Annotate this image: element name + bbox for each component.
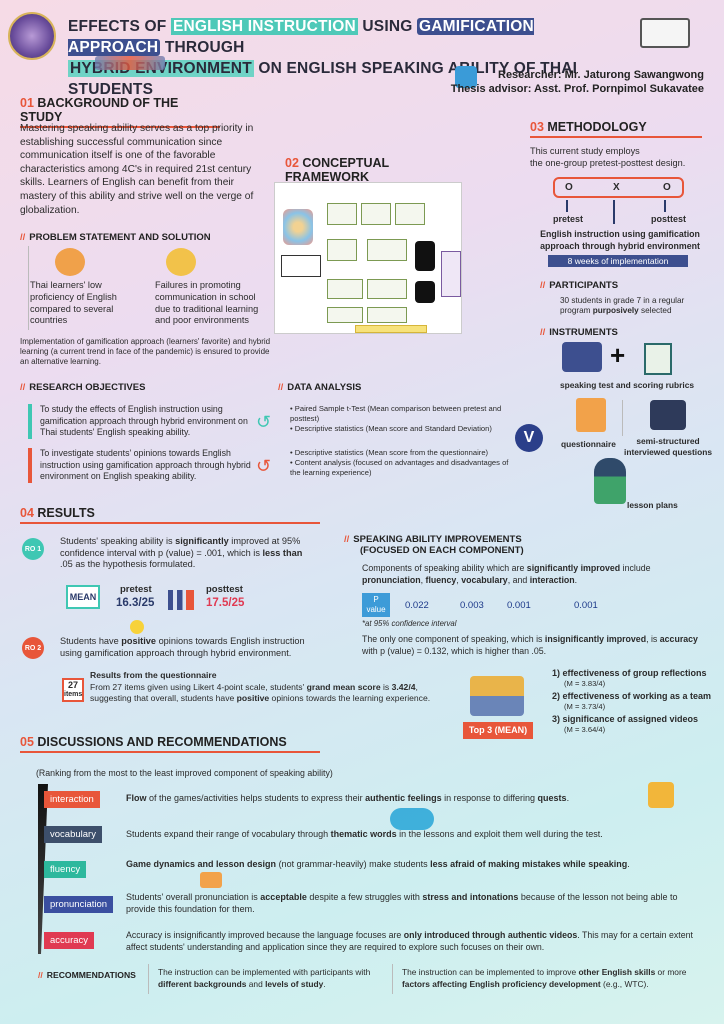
ro1-badge: RO 1	[22, 538, 44, 560]
plus-icon: +	[610, 340, 626, 370]
section-discussion-title: 05 DISCUSSIONS AND RECOMMENDATIONS	[20, 735, 320, 753]
speaking-text: Components of speaking ability which are…	[362, 563, 651, 585]
weeks-label: 8 weeks of implementation	[548, 255, 688, 267]
speaking-test-icon	[562, 342, 602, 372]
analysis-group-1: • Paired Sample t-Test (Mean comparison …	[290, 404, 502, 433]
section-results-title: 04 RESULTS	[20, 506, 320, 524]
instrument-3: semi-structured interviewed questions	[624, 436, 712, 457]
instrument-1: speaking test and scoring rubrics	[560, 380, 695, 390]
pval-vocabulary: 0.001	[507, 600, 531, 611]
instrument-4: lesson plans	[627, 500, 678, 510]
rubric-icon	[644, 343, 672, 375]
participants-text: 30 students in grade 7 in a regular prog…	[560, 296, 685, 315]
pre-label: pretest	[120, 584, 152, 595]
top3-list: 1) effectiveness of group reflections (M…	[552, 668, 712, 734]
objectives-title: //RESEARCH OBJECTIVES	[20, 382, 146, 393]
solution-text: Implementation of gamification approach …	[20, 337, 271, 366]
participants-title: //PARTICIPANTS	[540, 280, 619, 291]
pval-interaction: 0.001	[574, 600, 598, 611]
post-value: 17.5/25	[206, 597, 245, 609]
tag-accuracy: accuracy	[44, 932, 95, 949]
recommendation-1: The instruction can be implemented with …	[158, 967, 371, 989]
pval-fluency: 0.003	[460, 600, 484, 611]
classroom-icon	[95, 56, 165, 70]
arrow-icon: ↺	[256, 412, 272, 432]
pre-value: 16.3/25	[116, 597, 155, 609]
section-methodology-title: 03 METHODOLOGY	[530, 120, 702, 138]
conceptual-framework-diagram	[274, 182, 462, 334]
instruments-title: //INSTRUMENTS	[540, 327, 618, 338]
objective-1: To study the effects of English instruct…	[28, 404, 258, 439]
discussion-fluency: Game dynamics and lesson design (not gra…	[126, 859, 630, 869]
failure-icon	[166, 248, 196, 276]
laptop-icon	[640, 18, 690, 48]
recommendations-title: //RECOMMENDATIONS	[38, 970, 136, 980]
problem-title: //PROBLEM STATEMENT AND SOLUTION	[20, 232, 211, 243]
problem-2: Failures in promoting communication in s…	[155, 280, 259, 326]
recommendation-2: The instruction can be implemented to im…	[402, 967, 687, 989]
questionnaire-result: Results from the questionnaire From 27 i…	[90, 670, 431, 703]
interview-icon	[650, 400, 686, 430]
tag-fluency: fluency	[44, 861, 87, 878]
speaking-title: //SPEAKING ABILITY IMPROVEMENTS(FOCUSED …	[344, 534, 524, 556]
top3-label: Top 3 (MEAN)	[463, 722, 533, 739]
ro2-text: Students have positive opinions towards …	[60, 636, 305, 658]
posttest-label: posttest	[651, 214, 687, 224]
mean-badge: MEAN	[66, 585, 100, 609]
objective-2: To investigate students' opinions toward…	[28, 448, 258, 483]
pretest-label: pretest	[553, 214, 584, 224]
smile-icon	[130, 620, 144, 634]
ro2-badge: RO 2	[22, 637, 44, 659]
arrow-icon: ↺	[256, 456, 272, 476]
university-logo-icon	[8, 12, 56, 60]
trophy-icon	[470, 676, 524, 716]
discussion-accuracy: Accuracy is insignificantly improved bec…	[126, 930, 693, 952]
pval-pronunciation: 0.022	[405, 600, 429, 611]
brain-icon	[55, 248, 85, 276]
tag-pronunciation: pronunciation	[44, 896, 114, 913]
analysis-group-2: • Descriptive statistics (Mean score fro…	[290, 448, 509, 477]
tag-interaction: interaction	[44, 791, 100, 808]
discussion-interaction: Flow of the games/activities helps stude…	[126, 793, 570, 803]
researcher-info: Researcher: Mr. Jaturong Sawangwong Thes…	[450, 69, 704, 95]
ro1-text: Students' speaking ability is significan…	[60, 536, 303, 569]
methodology-text: This current study employs the one-group…	[530, 146, 686, 168]
game-icon	[200, 872, 222, 888]
questionnaire-icon	[576, 398, 606, 432]
treatment-desc: English instruction using gamification a…	[540, 229, 700, 251]
discussion-pronunciation: Students' overall pronunciation is accep…	[126, 892, 678, 914]
lesson-plan-icon	[594, 458, 626, 504]
problem-1: Thai learners' low proficiency of Englis…	[30, 280, 117, 326]
confidence-note: *at 95% confidence interval	[362, 619, 457, 628]
chart-icon	[168, 590, 194, 610]
design-box: O X O	[553, 177, 684, 198]
instrument-2: questionnaire	[561, 439, 616, 449]
data-analysis-title: //DATA ANALYSIS	[278, 382, 362, 393]
tag-vocabulary: vocabulary	[44, 826, 102, 843]
poster-title: EFFECTS OF ENGLISH INSTRUCTION USING GAM…	[68, 18, 578, 98]
section-background-title: 01 BACKGROUND OF THE STUDY	[20, 96, 220, 128]
scroll-icon	[648, 782, 674, 808]
accuracy-text: The only one component of speaking, whic…	[362, 634, 698, 656]
background-text: Mastering speaking ability serves as a t…	[20, 123, 254, 216]
puzzle-icon	[455, 66, 477, 88]
stats-icon: V	[515, 424, 543, 452]
discussion-vocabulary: Students expand their range of vocabular…	[126, 829, 603, 839]
ranking-note: (Ranking from the most to the least impr…	[36, 768, 333, 778]
cloud-icon	[390, 808, 434, 830]
post-label: posttest	[206, 584, 243, 595]
